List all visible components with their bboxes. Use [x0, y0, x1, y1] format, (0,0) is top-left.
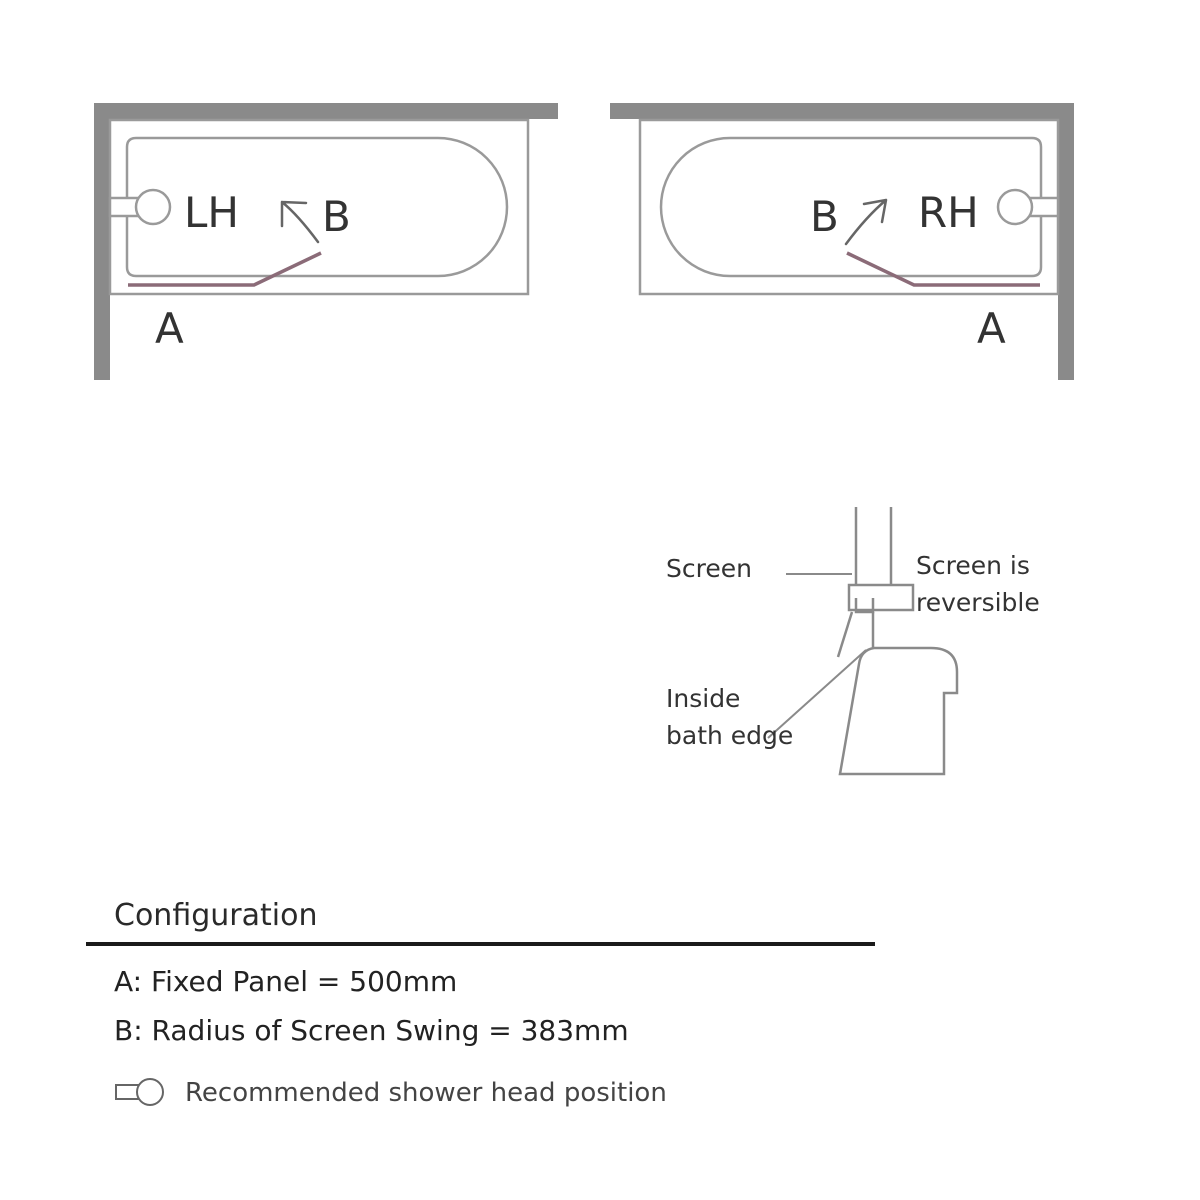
configuration-block: Configuration A: Fixed Panel = 500mm B: … [86, 898, 875, 1108]
configuration-divider [86, 942, 875, 946]
right-side-wall [1058, 103, 1074, 380]
screen-label: Screen [666, 554, 752, 583]
left-swing-arrow-icon [280, 200, 320, 244]
right-swing-arrow-icon [844, 198, 888, 246]
bath-edge-leader-line [767, 649, 867, 739]
reversible-label-line1: Screen is [916, 551, 1030, 580]
reversible-label-line2: reversible [916, 588, 1040, 617]
right-bath-outline [638, 118, 1060, 296]
right-bath-basin [659, 136, 1043, 278]
left-bath-outline [108, 118, 530, 296]
left-shower-head-icon [108, 188, 172, 226]
left-top-wall [94, 103, 558, 119]
fixed-panel-spec: A: Fixed Panel = 500mm [114, 965, 457, 998]
screen-channel [847, 583, 915, 612]
left-bath-basin [125, 136, 509, 278]
configuration-heading: Configuration [114, 898, 317, 933]
screen-seal [854, 598, 875, 614]
right-shower-head-icon [996, 188, 1060, 226]
left-swing-label: B [322, 192, 351, 241]
right-hand-plan: B RH A [610, 103, 1074, 380]
right-screen-panel [846, 251, 1040, 287]
screen-swing-spec: B: Radius of Screen Swing = 383mm [114, 1014, 629, 1047]
shower-head-icon [115, 1078, 164, 1106]
left-screen-panel [128, 251, 322, 287]
left-panel-label: A [155, 304, 184, 353]
section-detail: Screen Screen is reversible Inside bath … [666, 507, 1040, 776]
right-panel-label: A [977, 304, 1006, 353]
right-top-wall [610, 103, 1074, 119]
inside-edge-label-line2: bath edge [666, 721, 793, 750]
left-side-wall [94, 103, 110, 380]
left-hand-plan: LH B A [94, 103, 558, 380]
bath-edge-profile [838, 646, 959, 776]
inside-edge-label-line1: Inside [666, 684, 740, 713]
right-swing-label: B [810, 192, 839, 241]
left-hand-label: LH [184, 188, 239, 237]
right-hand-label: RH [918, 188, 979, 237]
shower-head-legend: Recommended shower head position [185, 1078, 667, 1108]
seal-wiper [836, 611, 854, 658]
